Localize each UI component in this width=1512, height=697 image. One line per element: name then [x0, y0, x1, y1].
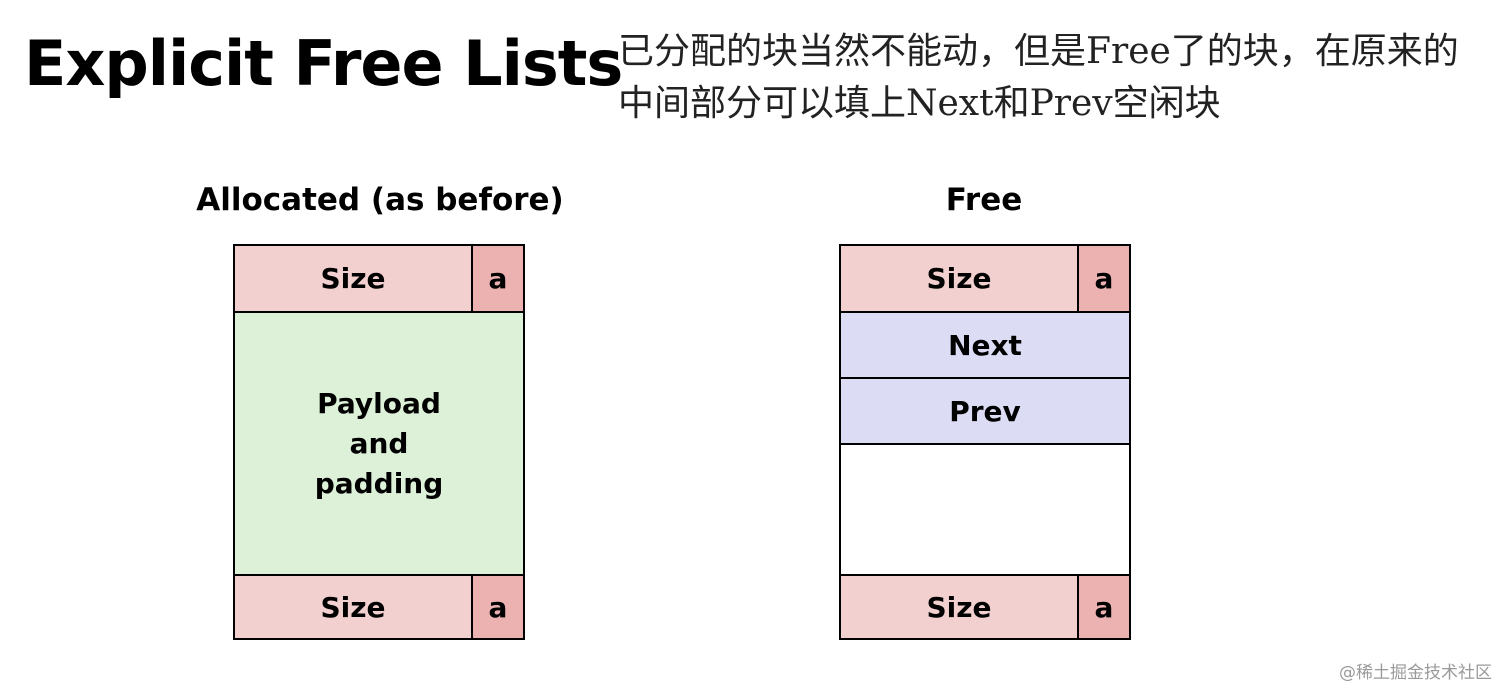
free-next-pointer: Next	[841, 311, 1129, 377]
annotation-note: 已分配的块当然不能动，但是Free了的块，在原来的中间部分可以填上Next和Pr…	[618, 31, 1459, 124]
watermark: @稀土掘金技术社区	[1339, 663, 1492, 683]
allocated-heading: Allocated (as before)	[196, 182, 564, 218]
free-heading: Free	[945, 182, 1023, 218]
free-unused-space	[841, 443, 1129, 574]
free-header-size: Size	[841, 246, 1077, 311]
slide-title: Explicit Free Lists	[24, 27, 623, 100]
allocated-footer-size: Size	[235, 574, 471, 638]
allocated-block-diagram: Size a Payload and padding Size a	[233, 244, 525, 640]
free-footer-size: Size	[841, 574, 1077, 638]
free-header-alloc-bit: a	[1077, 246, 1129, 311]
allocated-header-size: Size	[235, 246, 471, 311]
free-prev-pointer: Prev	[841, 377, 1129, 443]
allocated-footer-alloc-bit: a	[471, 574, 523, 638]
allocated-payload: Payload and padding	[235, 311, 523, 574]
free-footer-alloc-bit: a	[1077, 574, 1129, 638]
allocated-header-alloc-bit: a	[471, 246, 523, 311]
free-block-diagram: Size a Next Prev Size a	[839, 244, 1131, 640]
